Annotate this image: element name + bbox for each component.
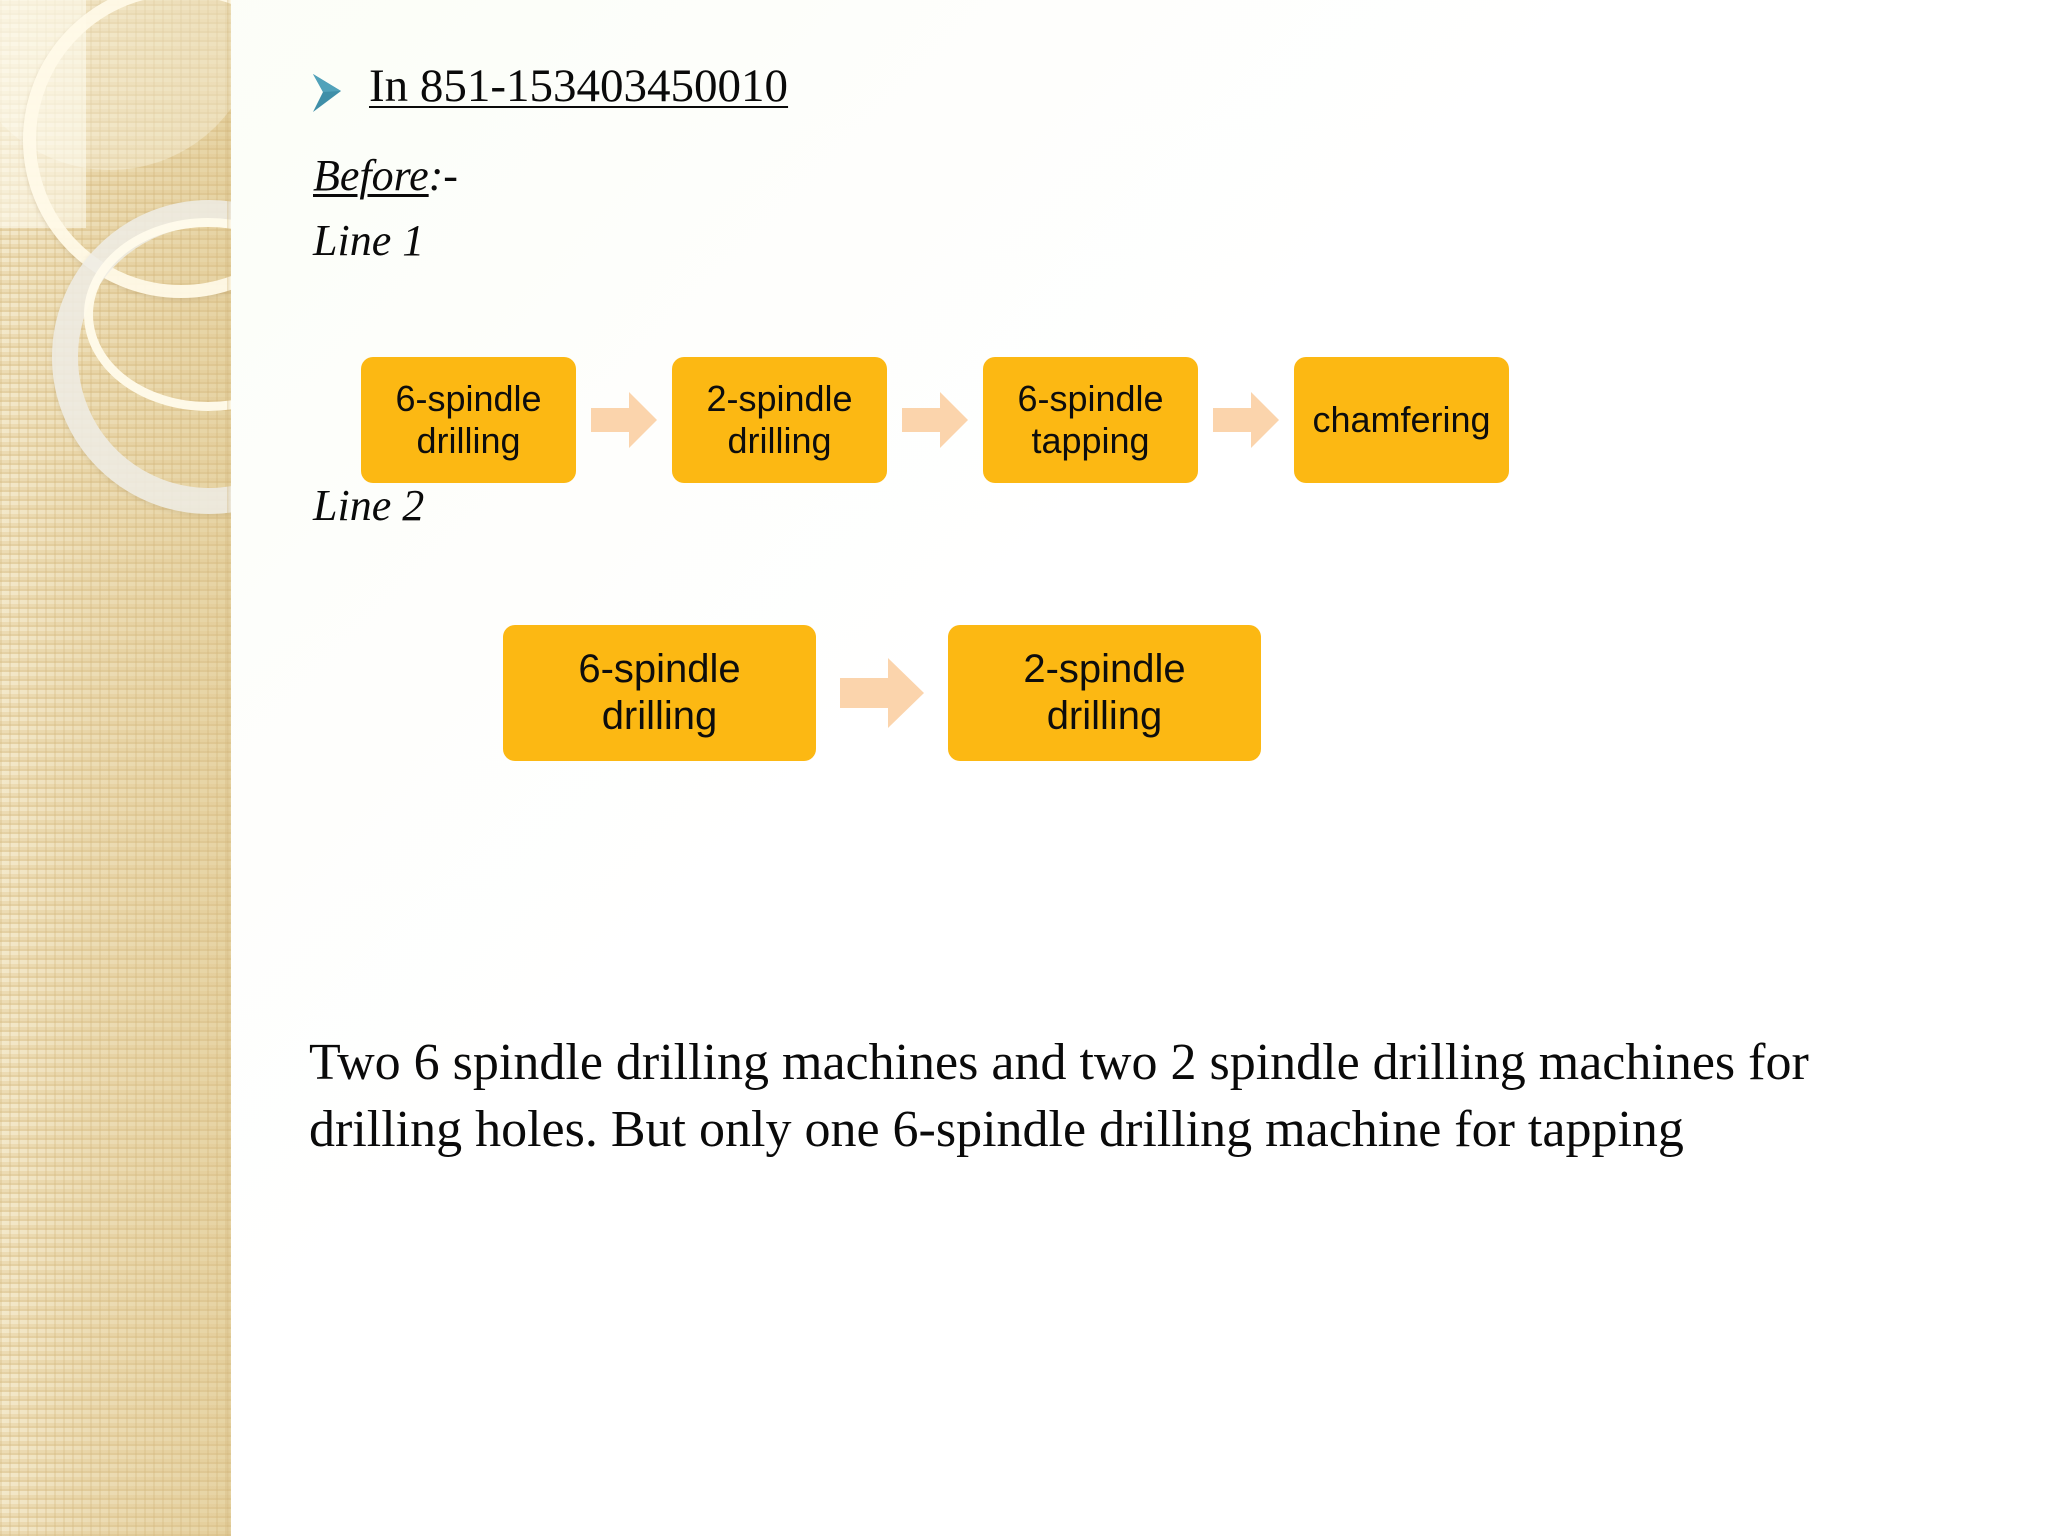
arrow-right-icon <box>576 357 672 483</box>
arrow-right-icon <box>887 357 983 483</box>
flow-step-box[interactable]: 6-spindle drilling <box>361 357 576 483</box>
flow-step-box[interactable]: 2-spindle drilling <box>672 357 887 483</box>
slide-content: In 851-153403450010 Before:- Line 1 6-sp… <box>231 0 2048 1536</box>
page-title: In 851-153403450010 <box>369 60 789 112</box>
line-1-label: Line 1 <box>313 216 425 265</box>
line-2-label: Line 2 <box>313 481 425 530</box>
flow-diagram-line-2: 6-spindle drilling 2-spindle drilling <box>503 625 1261 761</box>
flow-step-box[interactable]: 2-spindle drilling <box>948 625 1261 761</box>
description-paragraph: Two 6 spindle drilling machines and two … <box>309 1034 1809 1158</box>
sidebar-edge-shadow <box>227 0 231 1536</box>
flow-step-box[interactable]: chamfering <box>1294 357 1509 483</box>
before-label-underlined: Before <box>313 151 429 200</box>
before-label: Before:- <box>313 150 458 201</box>
before-label-suffix: :- <box>428 151 458 200</box>
arrow-right-icon <box>1198 357 1294 483</box>
flow-step-box[interactable]: 6-spindle drilling <box>503 625 816 761</box>
flow-diagram-line-1: 6-spindle drilling 2-spindle drilling 6-… <box>361 357 1509 483</box>
heading-bullet-row: In 851-153403450010 <box>311 60 789 116</box>
arrow-right-icon <box>816 625 948 761</box>
decorative-sidebar <box>0 0 231 1536</box>
flow-step-box[interactable]: 6-spindle tapping <box>983 357 1198 483</box>
triangle-right-bullet-icon <box>311 72 345 116</box>
